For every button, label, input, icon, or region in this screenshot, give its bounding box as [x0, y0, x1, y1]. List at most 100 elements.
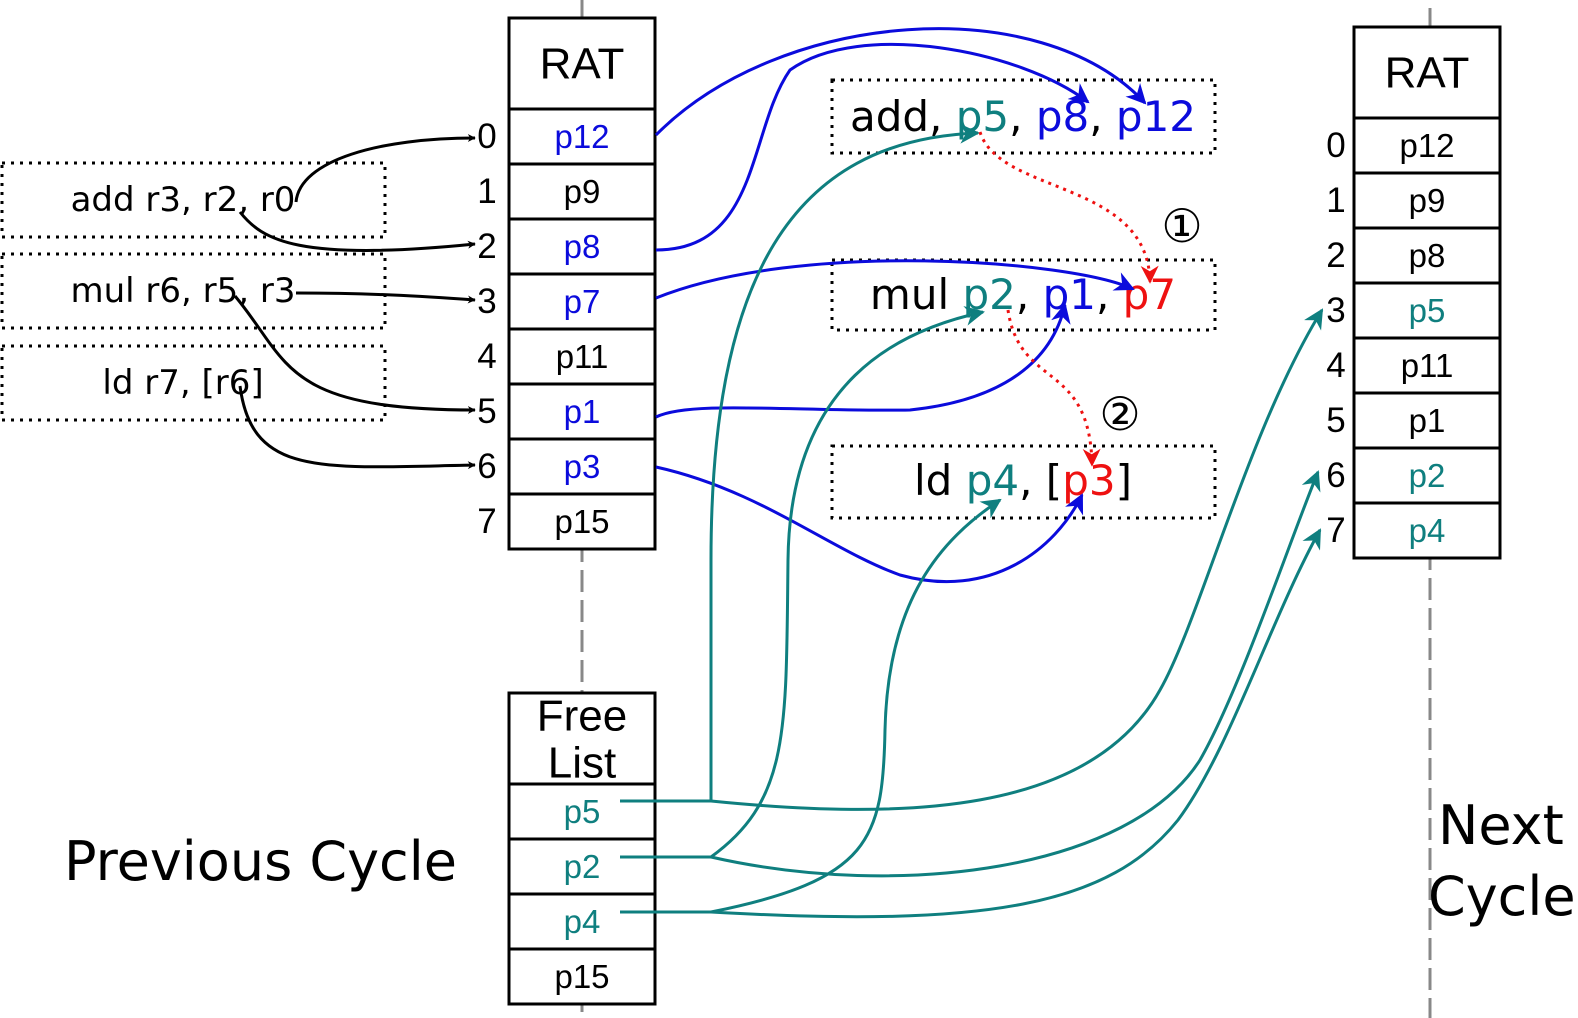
rat-next-cell	[1352, 391, 1502, 450]
rat-previous-index: 2	[477, 227, 496, 266]
rat-next-cell	[1352, 281, 1502, 340]
arch-instruction-add: add r3, r2, r0	[71, 180, 296, 220]
arch-lookup-arrows	[233, 134, 476, 470]
rat-previous-index: 6	[477, 447, 496, 486]
arrow-p1-to-mul	[655, 303, 1071, 419]
operand-fragment: ,	[1096, 270, 1123, 319]
arrow-p4-to-ld-dest	[620, 498, 1002, 914]
rat-previous-header	[507, 16, 657, 111]
arch-instruction-box	[0, 344, 387, 422]
rat-next-cell-value: p5	[1409, 292, 1446, 329]
arrow-p8-to-add	[655, 42, 1090, 252]
arrow-p5-to-add-dest	[620, 123, 980, 803]
operand-fragment: mul	[870, 270, 963, 319]
rat-previous-title: RAT	[540, 40, 625, 89]
renamed-instruction-list: add, p5, p8, p12 mul p2, p1, p7 ld p4, [p3…	[830, 78, 1217, 520]
arrow-r5-to-index-5	[233, 295, 476, 414]
rat-previous-cell-value: p11	[556, 338, 609, 375]
renamed-instruction-box	[830, 258, 1217, 332]
rat-previous-index: 7	[477, 502, 496, 541]
arrow-r3-to-index-3	[295, 291, 476, 304]
free-list-title-line2: List	[548, 739, 616, 788]
arrow-r0-to-index-0	[294, 134, 476, 203]
arrow-p7-to-mul	[655, 259, 1135, 300]
next-cycle-caption-line1: Next	[1438, 794, 1564, 857]
arch-instruction-list: add r3, r2, r0 mul r6, r5, r3 ld r7, [r6…	[0, 161, 387, 422]
free-list-cell-value: p15	[554, 958, 609, 995]
free-list-title-line1: Free	[537, 692, 627, 741]
rat-next-cell-value: p9	[1409, 182, 1446, 219]
rat-previous-cell	[507, 162, 657, 221]
rat-next-title: RAT	[1385, 49, 1470, 98]
rat-next-index: 4	[1326, 346, 1345, 385]
operand-fragment: , [	[1019, 456, 1062, 505]
rat-next-cell-value: p4	[1409, 512, 1446, 549]
rat-previous-index: 5	[477, 392, 496, 431]
rat-previous-index: 0	[477, 117, 496, 156]
next-cycle-caption-line2: Cycle	[1428, 865, 1576, 928]
operand-fragment: p3	[1062, 456, 1115, 505]
operand-fragment: p4	[966, 456, 1019, 505]
free-list-cell	[507, 782, 657, 841]
renamed-instruction-1: add, p5, p8, p12	[850, 92, 1196, 141]
rat-next-index: 2	[1326, 236, 1345, 275]
dependency-arrow-p2-to-p3	[1006, 309, 1101, 467]
rat-previous-index: 3	[477, 282, 496, 321]
arrow-r2-to-index-2	[238, 211, 476, 253]
free-list-cell	[507, 947, 657, 1006]
rat-next-index: 6	[1326, 456, 1345, 495]
arrow-p3-to-ld	[655, 465, 1084, 584]
rat-previous-cell-value: p1	[564, 393, 601, 430]
arrow-p2-to-mul-dest	[620, 306, 985, 859]
operand-fragment: add,	[850, 92, 956, 141]
dependency-marker-2: ②	[1099, 387, 1140, 441]
rat-previous-cell-value: p8	[564, 228, 601, 265]
rat-previous-cell-value: p15	[554, 503, 609, 540]
rat-previous-cell-value: p9	[564, 173, 601, 210]
rat-next-cell	[1352, 446, 1502, 505]
arch-instruction-box	[0, 161, 387, 239]
arch-instruction-ld: ld r7, [r6]	[102, 363, 263, 403]
arrow-p2-to-next-rat-6	[710, 470, 1321, 878]
rat-previous-cell-value: p7	[564, 283, 601, 320]
operand-fragment: ,	[1009, 92, 1036, 141]
free-list-cell-value: p5	[564, 793, 601, 830]
previous-cycle-caption: Previous Cycle	[64, 830, 457, 893]
operand-fragment: ld	[914, 456, 966, 505]
rat-next-index: 3	[1326, 291, 1345, 330]
rat-previous-cell	[507, 327, 657, 386]
dependency-arrow-p5-to-p7	[978, 131, 1159, 284]
operand-fragment: p7	[1123, 270, 1176, 319]
rat-previous-cell	[507, 107, 657, 166]
rat-next-cell-value: p11	[1401, 347, 1454, 384]
rat-next-cell-value: p8	[1409, 237, 1446, 274]
source-mapping-arrows	[654, 27, 1147, 584]
rat-previous-cell-value: p3	[564, 448, 601, 485]
dependency-marker-1: ①	[1161, 199, 1202, 253]
rat-next-index: 1	[1326, 181, 1345, 220]
operand-fragment: ,	[1016, 270, 1043, 319]
arch-instruction-box	[0, 252, 387, 330]
rat-previous-index: 4	[477, 337, 496, 376]
arrow-p4-to-next-rat-7	[710, 528, 1322, 919]
rat-next-cell	[1352, 226, 1502, 285]
renamed-instruction-3: ld p4, [p3]	[914, 456, 1132, 505]
rat-next-index: 7	[1326, 511, 1345, 550]
free-list-cell-value: p4	[564, 903, 601, 940]
free-list-cell-value: p2	[564, 848, 601, 885]
arrow-p12-to-add	[654, 27, 1147, 137]
rat-next-index: 5	[1326, 401, 1345, 440]
renamed-instruction-2: mul p2, p1, p7	[870, 270, 1176, 319]
arrow-r6-to-index-6	[238, 385, 476, 470]
rat-next-cell-value: p2	[1409, 457, 1446, 494]
operand-fragment: ]	[1116, 456, 1132, 505]
rat-previous-cell	[507, 217, 657, 276]
rat-previous-cell-value: p12	[554, 118, 609, 155]
renamed-instruction-box	[830, 78, 1217, 155]
rat-next-cell	[1352, 501, 1502, 560]
free-list-allocation-arrows	[620, 123, 1324, 919]
free-list-cell	[507, 837, 657, 896]
